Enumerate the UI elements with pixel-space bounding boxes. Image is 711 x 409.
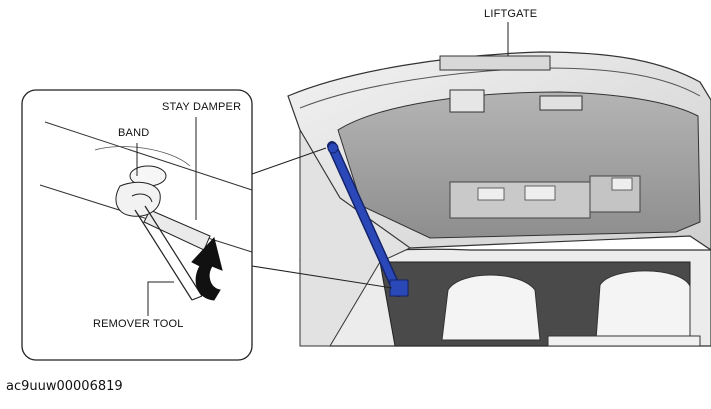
label-remover-tool: REMOVER TOOL: [93, 318, 184, 330]
stay-damper: [327, 141, 409, 297]
remover-tool: [134, 205, 203, 301]
label-liftgate: LIFTGATE: [484, 8, 538, 20]
callout-lines: [251, 22, 509, 289]
figure-code: ac9uuw00006819: [6, 379, 123, 394]
vehicle-illustration: [287, 51, 711, 347]
label-stay-damper: STAY DAMPER: [162, 101, 242, 113]
band-clip: [115, 165, 167, 217]
label-band: BAND: [118, 127, 150, 139]
detail-inset: [21, 89, 253, 361]
rotation-arrow: [191, 236, 223, 301]
